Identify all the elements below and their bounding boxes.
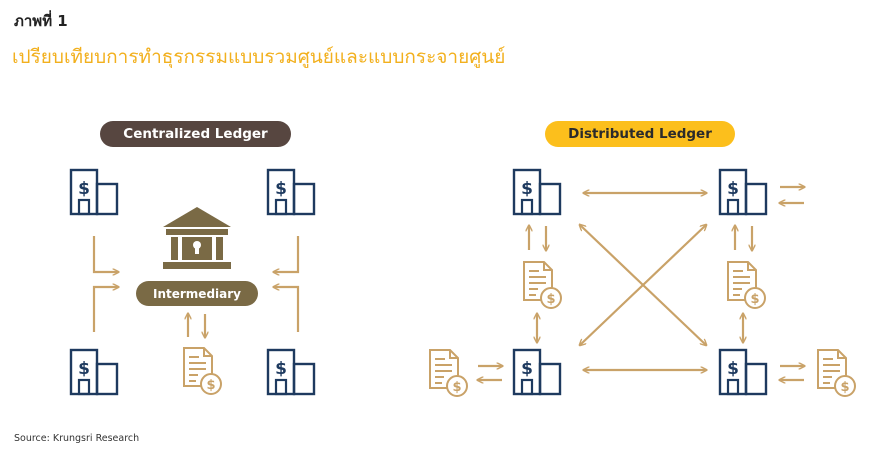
figure-label: ภาพที่ 1: [14, 12, 68, 30]
document-dollar-icon: [727, 261, 766, 309]
document-dollar-icon: [817, 349, 856, 397]
figure-title: เปรียบเทียบการทำธุรกรรมแบบรวมศูนย์และแบบ…: [12, 46, 506, 68]
bank-building-icon: [266, 348, 316, 396]
bank-building-icon: [69, 168, 119, 216]
bank-building-icon: [512, 348, 562, 396]
document-dollar-icon: [429, 349, 468, 397]
hub-document-arrows: [188, 314, 205, 337]
source-note: Source: Krungsri Research: [14, 433, 140, 444]
document-dollar-icon: [523, 261, 562, 309]
distributed-ledger-label: Distributed Ledger: [545, 121, 735, 147]
bank-building-icon: [69, 348, 119, 396]
intermediary-label: Intermediary: [153, 287, 241, 301]
connector-lines: [92, 236, 300, 332]
bank-building-icon: [718, 348, 768, 396]
institution-icon: [163, 207, 231, 269]
bank-building-icon: [512, 168, 562, 216]
bank-building-icon: [266, 168, 316, 216]
document-dollar-icon: [183, 347, 222, 395]
intermediary-hub: [136, 281, 258, 306]
centralized-ledger-label: Centralized Ledger: [100, 121, 291, 147]
bank-building-icon: [718, 168, 768, 216]
peer-arrows: [478, 187, 804, 380]
